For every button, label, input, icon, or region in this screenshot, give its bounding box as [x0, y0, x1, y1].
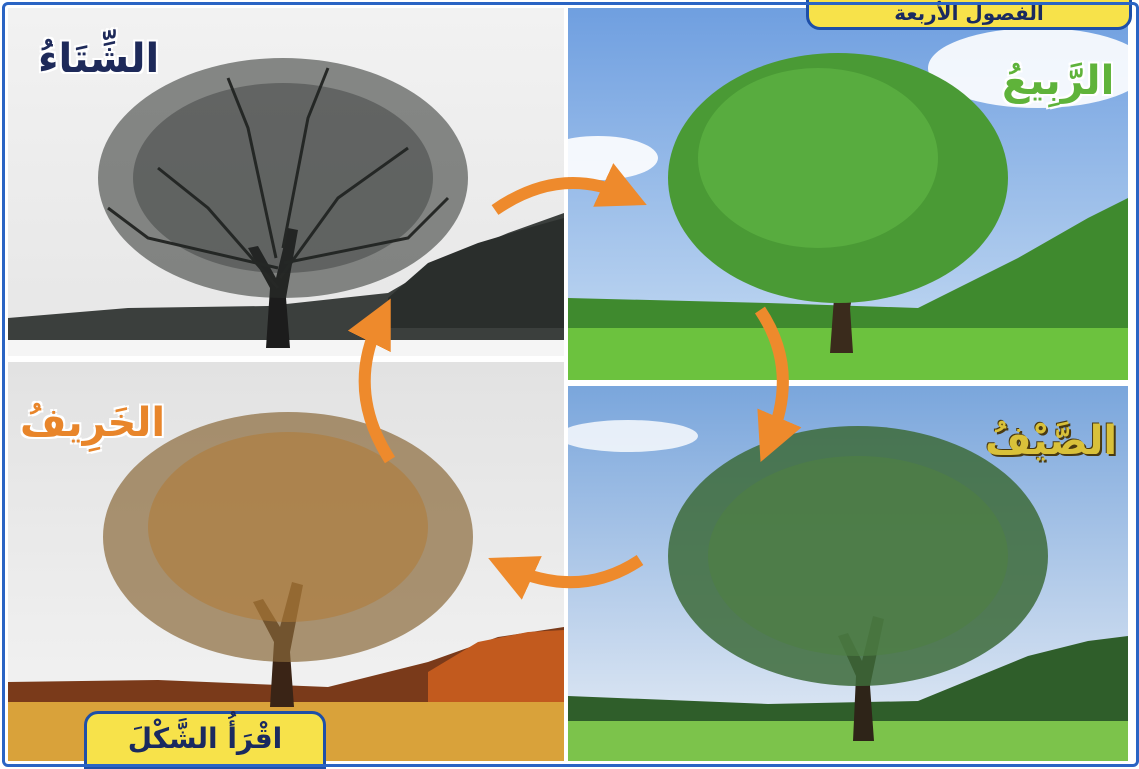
season-label-winter: الشِّتَاءُ [38, 36, 159, 82]
season-label-autumn: الخَرِيفُ [20, 400, 165, 446]
arrow-autumn-to-winter [365, 320, 390, 460]
season-label-summer: الصَّيْفُ [985, 418, 1117, 464]
arrow-spring-to-summer [760, 310, 783, 440]
arrow-summer-to-autumn [510, 560, 640, 582]
lesson-title-tab: الفصول الأربعة [806, 0, 1132, 30]
season-label-spring: الرَّبِيعُ [1002, 58, 1114, 104]
read-the-figure-tab: اقْرَأُ الشَّكْلَ [84, 711, 326, 769]
arrow-winter-to-spring [495, 183, 625, 210]
